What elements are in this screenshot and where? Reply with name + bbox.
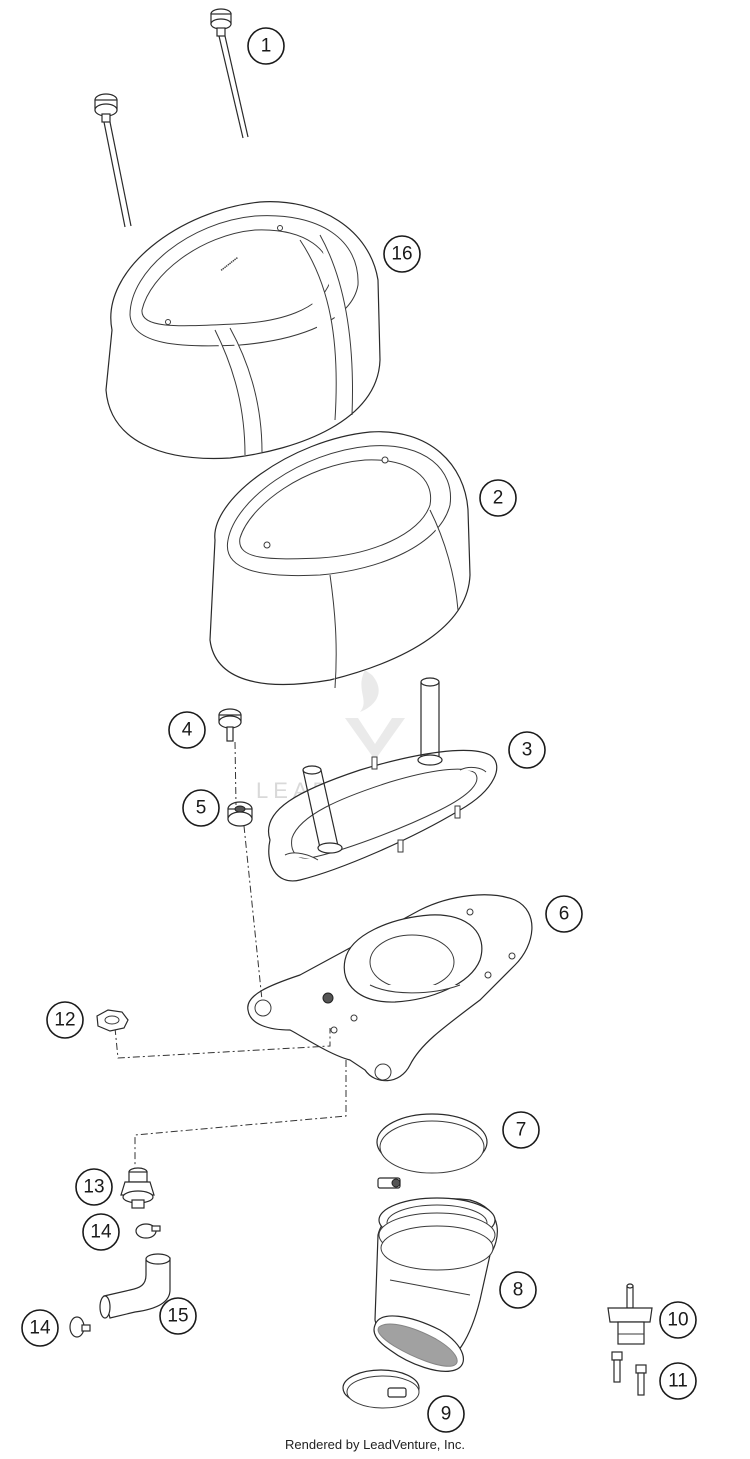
callout-16: 16 [383, 235, 421, 273]
callout-label: 4 [182, 720, 193, 741]
part-small-screws [611, 1351, 647, 1396]
part-filter-support [267, 677, 498, 882]
part-air-filter-cover: ▪▪▪▪▪▪▪▪▪▪ [105, 201, 381, 460]
callout-14-upper: 14 [82, 1213, 120, 1251]
callout-label: 1 [261, 36, 272, 57]
callout-4: 4 [168, 711, 206, 749]
part-nut [96, 1009, 129, 1032]
part-small-clamp-upper [135, 1223, 161, 1239]
callout-label: 9 [441, 1404, 452, 1425]
callout-12: 12 [46, 1001, 84, 1039]
callout-label: 7 [516, 1120, 527, 1141]
callout-label: 14 [29, 1318, 51, 1339]
part-base-plate [247, 894, 533, 1082]
callout-label: 11 [668, 1371, 688, 1392]
callout-15: 15 [159, 1297, 197, 1335]
callout-label: 10 [667, 1310, 688, 1331]
part-screw [218, 708, 242, 742]
part-small-clamp-lower [69, 1316, 91, 1338]
part-sensor [607, 1283, 653, 1345]
callout-label: 6 [559, 904, 570, 925]
callout-5: 5 [182, 789, 220, 827]
callout-11: 11 [659, 1362, 697, 1400]
callout-14-lower: 14 [21, 1309, 59, 1347]
callout-10: 10 [659, 1301, 697, 1339]
part-fitting [120, 1167, 155, 1209]
footer-credit: Rendered by LeadVenture, Inc. [285, 1437, 465, 1452]
part-grommet [227, 801, 253, 827]
callout-label: 8 [513, 1280, 524, 1301]
part-hose-clamp-small [342, 1369, 420, 1409]
part-air-filter-element [209, 431, 471, 689]
part-elbow-hose [99, 1253, 171, 1319]
leader-lines [114, 741, 347, 1165]
part-hose-clamp-large [376, 1113, 488, 1189]
callout-label: 3 [522, 740, 533, 761]
part-intake-boot [373, 1197, 498, 1372]
callout-2: 2 [479, 479, 517, 517]
callout-3: 3 [508, 731, 546, 769]
callout-label: 15 [167, 1306, 188, 1327]
callout-7: 7 [502, 1111, 540, 1149]
callout-1: 1 [247, 27, 285, 65]
callout-label: 16 [391, 244, 412, 265]
callout-label: 2 [493, 488, 504, 509]
callout-13: 13 [75, 1168, 113, 1206]
callout-label: 14 [90, 1222, 112, 1243]
part-bolt-long-left [94, 93, 132, 228]
callout-label: 13 [83, 1177, 104, 1198]
callout-label: 5 [196, 798, 207, 819]
callout-9: 9 [427, 1395, 465, 1433]
callout-6: 6 [545, 895, 583, 933]
part-bolt-long-right [210, 8, 249, 139]
callout-label: 12 [54, 1010, 75, 1031]
callout-8: 8 [499, 1271, 537, 1309]
